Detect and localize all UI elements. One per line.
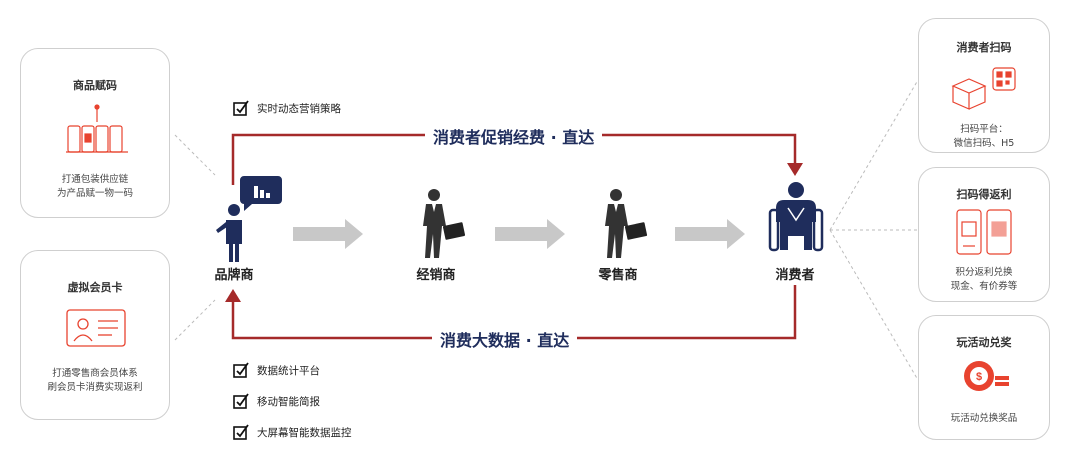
actor-label-distributor: 经销商	[416, 268, 456, 283]
card-desc-line: 微信扫码、H5	[953, 138, 1015, 149]
card-desc-line: 扫码平台：	[960, 124, 1008, 135]
top-flow-arrowhead	[787, 163, 803, 176]
card-product-coding: 商品赋码 打通包装供应链 为产品赋一物一码	[20, 48, 170, 218]
card-scan-rebate: 扫码得返利 积分返利兑换 现金、有价券等	[918, 167, 1050, 302]
check-item-label: 数据统计平台	[257, 364, 320, 377]
leader-line	[174, 134, 216, 176]
card-activity-prize: 玩活动兑奖 $ 玩活动兑换奖品	[918, 315, 1050, 440]
actor-label-retailer: 零售商	[598, 268, 638, 283]
leader-line	[829, 229, 919, 381]
consumer-figure-icon	[768, 182, 824, 252]
card-title: 虚拟会员卡	[67, 281, 123, 294]
bottom-flow-arrowhead	[225, 289, 241, 302]
gray-arrow-2	[495, 219, 565, 249]
casino-chip-icon: $	[964, 361, 1009, 391]
check-item-label: 实时动态营销策略	[257, 102, 341, 115]
phones-qr-icon	[956, 209, 1012, 255]
svg-text:$: $	[976, 371, 982, 383]
card-desc-line: 积分返利兑换	[955, 267, 1013, 278]
card-title: 玩活动兑奖	[956, 336, 1012, 349]
distributor-figure-icon	[423, 189, 466, 258]
check-item: 移动智能简报	[233, 393, 320, 409]
bottom-flow-label: 消费大数据 · 直达	[432, 327, 578, 351]
card-desc-line: 打通零售商会员体系	[52, 368, 138, 379]
checkbox-checked-icon	[233, 100, 249, 116]
leader-line	[174, 299, 216, 341]
card-virtual-member: 虚拟会员卡 打通零售商会员体系 刷会员卡消费实现返利	[20, 250, 170, 420]
retailer-figure-icon	[605, 189, 648, 258]
brand-figure-icon	[216, 176, 282, 262]
check-item: 大屏幕智能数据监控	[233, 424, 352, 440]
check-item-label: 移动智能简报	[257, 395, 320, 408]
card-desc-line: 打通包装供应链	[61, 174, 129, 185]
package-qr-icon	[951, 67, 1016, 110]
card-title: 扫码得返利	[956, 188, 1012, 201]
checkbox-checked-icon	[233, 424, 249, 440]
card-desc-line: 玩活动兑换奖品	[950, 413, 1018, 424]
card-consumer-scan: 消费者扫码 扫码平台： 微信扫码、H5	[918, 18, 1050, 153]
actor-label-brand: 品牌商	[214, 268, 254, 283]
check-item-label: 大屏幕智能数据监控	[257, 426, 352, 439]
product-bottles-icon	[66, 104, 128, 153]
actor-label-consumer: 消费者	[775, 268, 815, 283]
card-desc-line: 刷会员卡消费实现返利	[47, 382, 143, 393]
check-item: 实时动态营销策略	[233, 100, 341, 116]
gray-arrow-1	[293, 219, 363, 249]
top-flow-label: 消费者促销经费 · 直达	[425, 124, 603, 148]
card-title: 消费者扫码	[956, 41, 1012, 54]
member-card-icon	[66, 309, 126, 347]
gray-arrow-3	[675, 219, 745, 249]
check-item: 数据统计平台	[233, 362, 320, 378]
card-desc-line: 为产品赋一物一码	[56, 188, 133, 199]
checkbox-checked-icon	[233, 393, 249, 409]
card-title: 商品赋码	[73, 79, 117, 92]
checkbox-checked-icon	[233, 362, 249, 378]
card-desc-line: 现金、有价券等	[950, 281, 1018, 292]
leader-line	[829, 79, 919, 231]
